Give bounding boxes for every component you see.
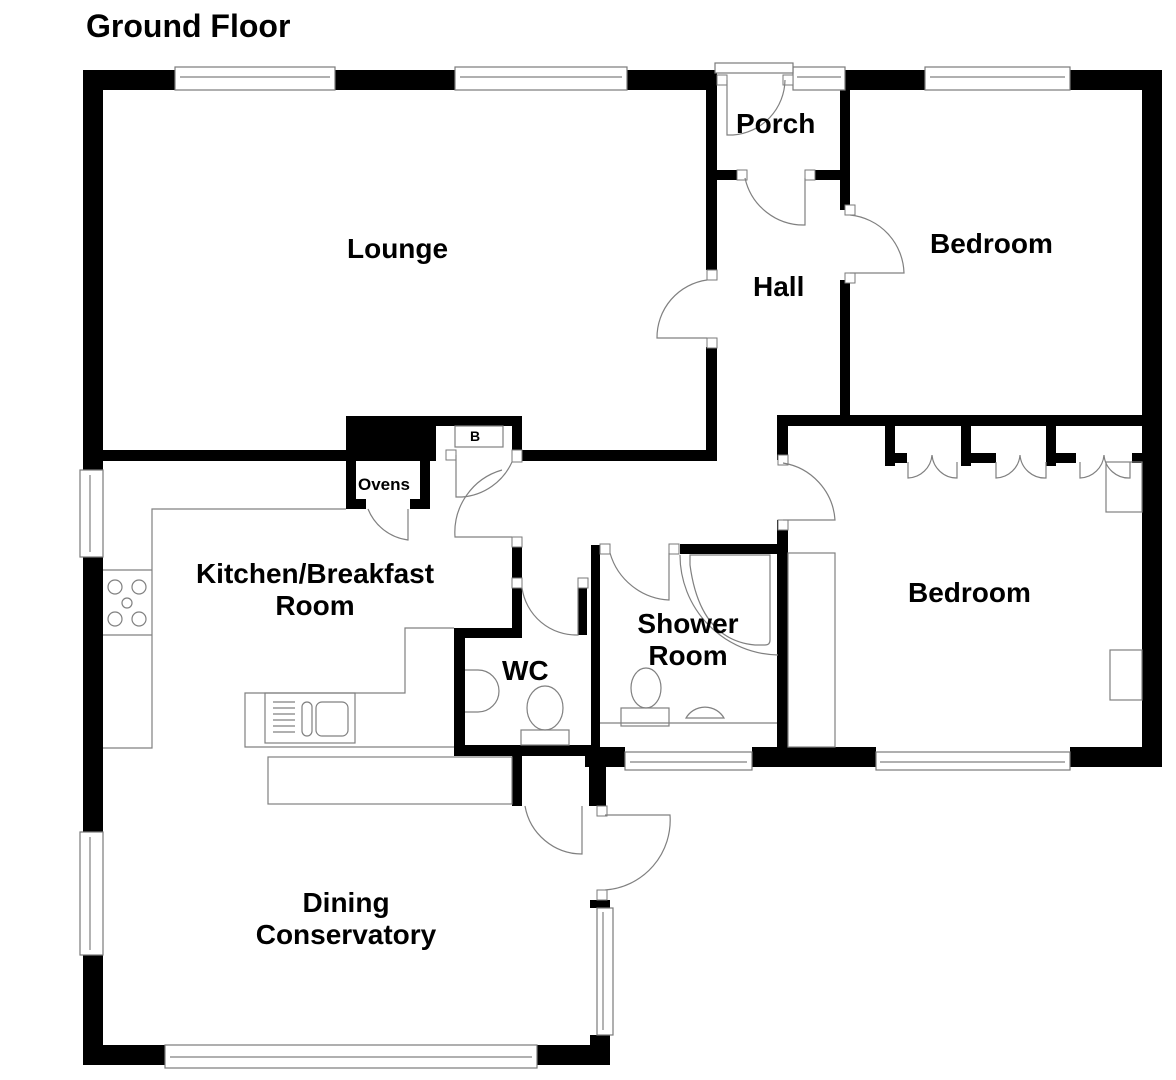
basin-icon [465, 669, 500, 713]
room-label-kitchen: Kitchen/Breakfast Room [180, 560, 450, 620]
fixtures [103, 461, 1143, 805]
room-label-hall: Hall [753, 271, 805, 302]
room-label-porch: Porch [736, 108, 816, 139]
room-label-dining: Dining Conservatory [240, 889, 452, 949]
room-label-kitchen-line1: Kitchen/Breakfast [195, 558, 435, 589]
hob-icon [107, 579, 147, 627]
room-label-bedroom-1: Bedroom [930, 228, 1053, 259]
doors [367, 74, 1131, 901]
room-label-shower-line2: Room [648, 640, 728, 671]
floor-title: Ground Floor [86, 8, 291, 44]
room-label-wc: WC [502, 655, 549, 686]
room-label-kitchen-line2: Room [275, 590, 355, 621]
room-label-lounge: Lounge [347, 233, 449, 264]
room-label-ovens: Ovens [358, 475, 410, 494]
room-label-dining-line2: Conservatory [255, 919, 437, 950]
sink-icon [264, 692, 356, 744]
room-label-shower-line1: Shower [637, 608, 739, 639]
boiler-label: B [470, 428, 481, 444]
shower-tray-icon [689, 554, 771, 646]
room-label-bedroom-2: Bedroom [908, 577, 1031, 608]
interior-walls [103, 90, 1162, 806]
room-label-shower: Shower Room [628, 610, 748, 670]
room-label-dining-line1: Dining [302, 887, 390, 918]
toilet-icon [526, 685, 564, 731]
windows [79, 62, 1071, 1069]
